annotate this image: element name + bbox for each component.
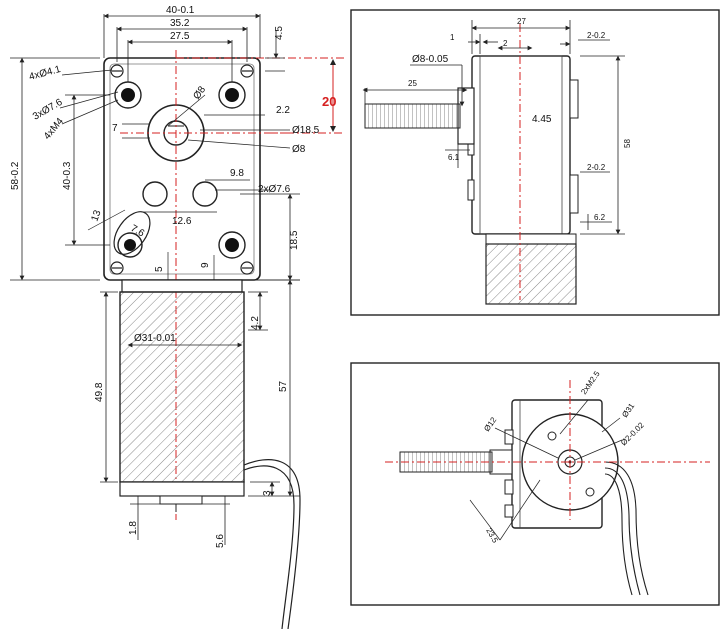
- dim-hole-spacing: 35.2: [170, 18, 190, 29]
- dim-offset-22: 2.2: [276, 105, 290, 116]
- side-label-shaft: Ø8-0.05: [412, 54, 449, 65]
- corner-screw-holes: [110, 64, 254, 275]
- front-view: 20 40-0.1 35.2 27.5 4.5 4xØ4.1 3xØ7.6 4x…: [10, 5, 345, 520]
- side-dim-20-2-top: 2-0.2: [587, 31, 606, 40]
- side-dim-width: 27: [517, 17, 526, 26]
- side-dim-20-2-mid: 2-0.2: [587, 163, 606, 172]
- motor-body: Ø31-0.01 4.2 49.8 57 3 1.8 5.6: [94, 279, 301, 629]
- dim-width-total: 40-0.1: [166, 5, 195, 16]
- label-hole-4x: 4xØ4.1: [28, 64, 62, 83]
- dim-height-403: 40-0.3: [62, 161, 73, 190]
- dim-185: 18.5: [289, 230, 300, 250]
- dim-5: 5: [154, 266, 165, 272]
- side-dim-61: 6.1: [448, 153, 460, 162]
- dim-9: 9: [200, 262, 211, 268]
- side-dim-2: 2: [503, 39, 508, 48]
- end-view-panel: 2xM2.5 Ø31 Ø12 Ø2-0.02 23.5: [350, 362, 720, 606]
- side-dim-height: 58: [623, 139, 632, 148]
- dim-18: 1.8: [128, 521, 139, 535]
- label-motor-dia: Ø31-0.01: [134, 333, 176, 344]
- dim-top-offset: 4.5: [274, 26, 285, 40]
- side-dim-1: 1: [450, 33, 455, 42]
- label-thread-4x: 4xM4: [42, 116, 66, 142]
- side-dim-445: 4.45: [532, 114, 552, 125]
- label-boss-dia: Ø18.5: [292, 125, 320, 136]
- dim-42: 4.2: [250, 316, 261, 330]
- dim-total-57: 57: [278, 380, 289, 392]
- dim-offset-7: 7: [112, 123, 118, 134]
- motor-can: [119, 291, 245, 483]
- dim-motor-length: 49.8: [94, 382, 105, 402]
- label-holes-2x: 2xØ7.6: [258, 184, 291, 195]
- dim-98: 9.8: [230, 168, 244, 179]
- dim-inner-width: 27.5: [170, 31, 190, 42]
- offset-dimension-red: 20: [322, 94, 336, 109]
- side-dim-62: 6.2: [594, 213, 606, 222]
- motor-wires: [243, 459, 301, 629]
- label-shaft-dia-2: Ø8: [292, 144, 306, 155]
- dim-126: 12.6: [172, 216, 192, 227]
- side-dim-shaft-len: 25: [408, 79, 417, 88]
- dim-56: 5.6: [215, 534, 226, 548]
- side-view-panel: 27 1 2 2-0.2 Ø8-0.05 25 4.45 58 6.1 2-0.…: [350, 9, 720, 316]
- threaded-shaft: [364, 103, 461, 129]
- dim-3: 3: [262, 490, 273, 496]
- dim-height-total: 58-0.2: [10, 161, 21, 190]
- dim-13: 13: [89, 208, 103, 223]
